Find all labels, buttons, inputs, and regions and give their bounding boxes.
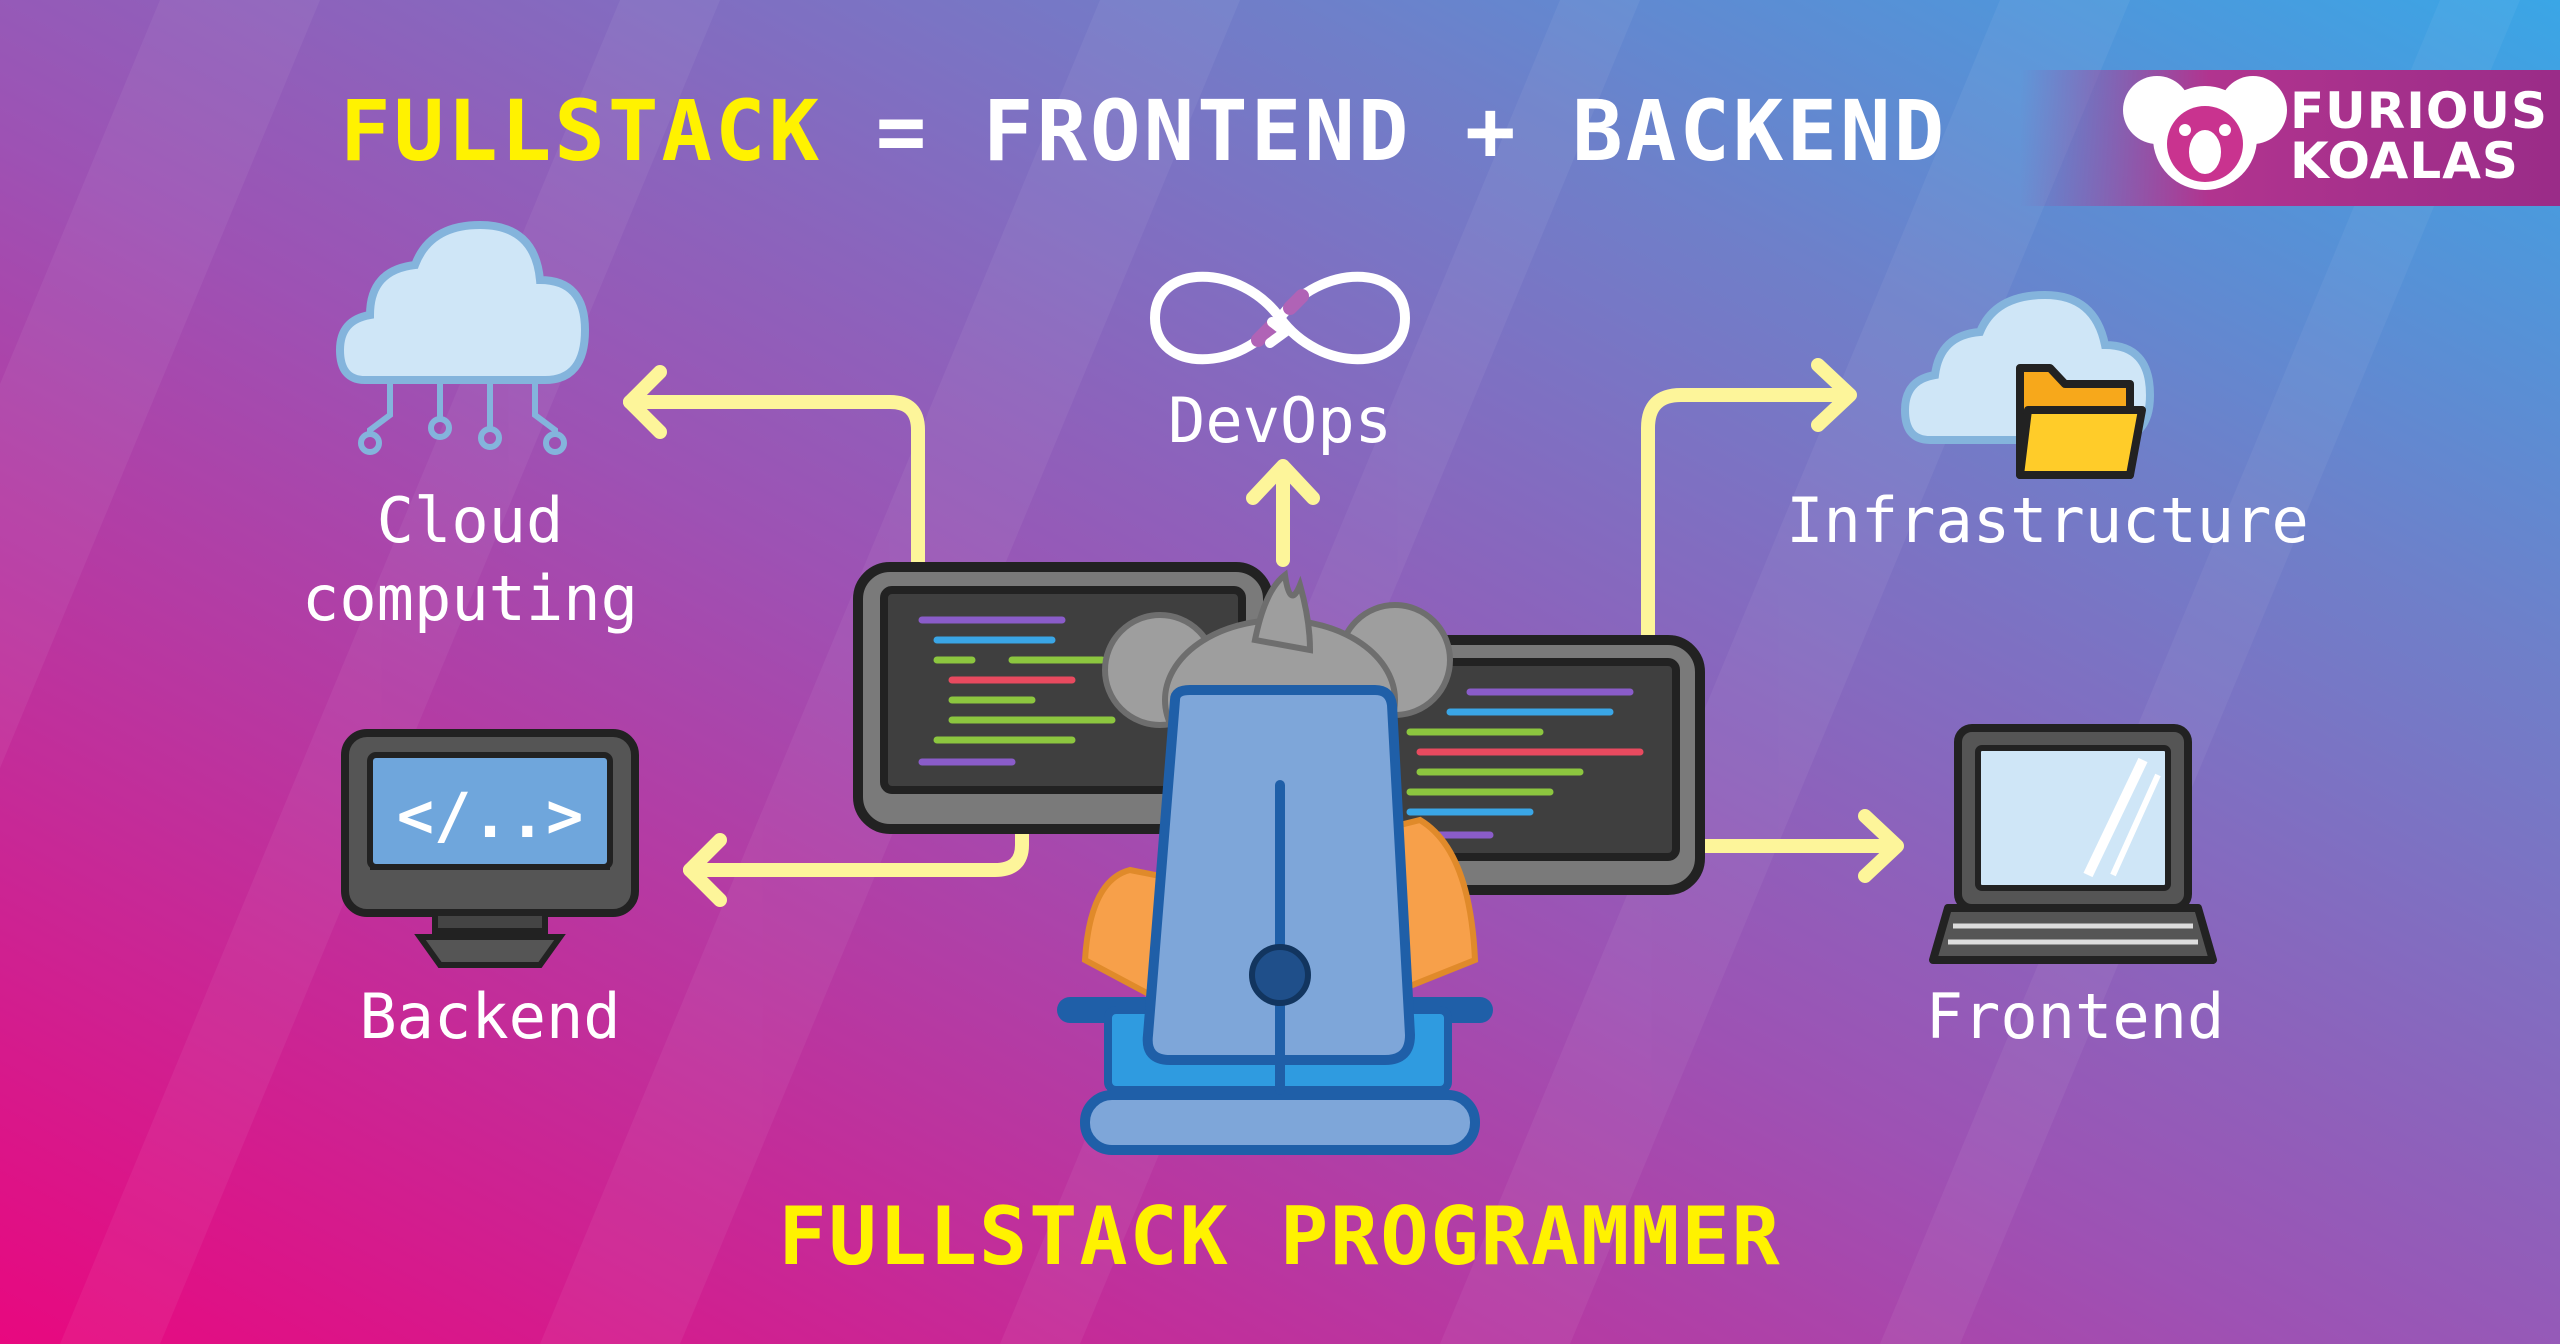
footer-title: FULLSTACK PROGRAMMER <box>778 1190 1782 1283</box>
cloud-label-line-1: Cloud <box>376 484 564 557</box>
brand-name: FURIOUS KOALAS <box>2290 86 2548 186</box>
label-devops: DevOps <box>1168 384 1392 457</box>
svg-text:</..>: </..> <box>397 779 584 852</box>
cloud-network-icon <box>335 220 590 455</box>
title-equation: = FRONTEND + BACKEND <box>822 82 1948 180</box>
label-cloud-computing: Cloud computing <box>290 482 650 637</box>
arrow-to-cloud <box>623 395 925 577</box>
title-fullstack: FULLSTACK <box>340 82 823 180</box>
arrowhead-devops <box>1246 459 1320 505</box>
code-monitor-icon: </..> <box>341 729 639 968</box>
label-infrastructure: Infrastructure <box>1786 484 2309 557</box>
arrowhead-frontend <box>1858 809 1904 883</box>
label-backend: Backend <box>359 980 621 1053</box>
cloud-folder-icon <box>1900 290 2155 479</box>
label-frontend: Frontend <box>1925 980 2225 1053</box>
koala-programmer-illustration <box>1057 569 1493 1155</box>
cloud-label-line-2: computing <box>302 561 638 635</box>
laptop-icon <box>1929 724 2217 964</box>
brand-line-1: FURIOUS <box>2290 82 2548 140</box>
arrowhead-backend <box>683 833 727 907</box>
arrow-to-backend <box>683 823 1029 877</box>
infinity-icon <box>1149 271 1411 365</box>
arrowhead-infrastructure <box>1811 358 1857 432</box>
brand-line-2: KOALAS <box>2290 132 2519 190</box>
page-title: FULLSTACK = FRONTEND + BACKEND <box>340 82 1947 180</box>
logo-band <box>2020 70 2560 206</box>
arrow-to-infrastructure <box>1641 388 1855 647</box>
arrowhead-cloud <box>623 365 667 439</box>
